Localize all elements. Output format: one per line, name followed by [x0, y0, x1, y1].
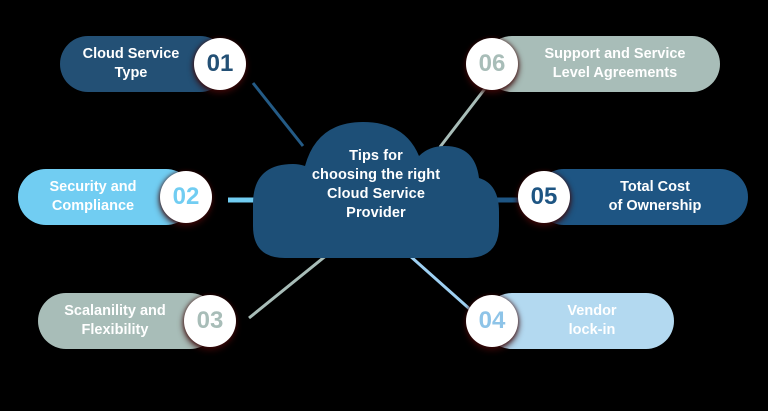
cloud-label-line-2: choosing the right	[311, 166, 441, 183]
item-01-label-line-2: Type	[114, 65, 148, 81]
item-04-number-badge[interactable]: 04	[466, 295, 518, 347]
item-04-label-line-1: Vendor	[567, 303, 617, 320]
item-03-label-line-1: Scalanility and	[64, 303, 166, 320]
item-03-label-line-2: Flexibility	[81, 322, 149, 338]
item-02[interactable]: Security and Compliance 02	[18, 166, 212, 228]
cloud-label-line-3: Cloud Service	[326, 186, 425, 202]
item-05-number: 05	[530, 183, 558, 210]
item-01-number-badge[interactable]: 01	[194, 38, 246, 90]
item-03[interactable]: Scalanility and Flexibility 03	[38, 290, 236, 352]
item-01-number: 01	[206, 50, 234, 77]
item-01[interactable]: Cloud Service Type 01	[60, 33, 246, 95]
item-03-number-badge[interactable]: 03	[184, 295, 236, 347]
cloud-label-line-1: Tips for	[349, 147, 403, 164]
item-05-label-line-2: of Ownership	[608, 198, 702, 214]
item-06-label-line-1: Support and Service	[544, 46, 686, 63]
item-02-number-badge[interactable]: 02	[160, 171, 212, 223]
item-04-number: 04	[478, 307, 506, 334]
item-02-number: 02	[172, 183, 200, 210]
item-06-number: 06	[478, 50, 506, 77]
item-02-label-line-1: Security and	[49, 179, 137, 196]
item-06-number-badge[interactable]: 06	[466, 38, 518, 90]
center-cloud-label: Tips for choosing the right Cloud Servic…	[245, 112, 507, 258]
item-02-label-line-2: Compliance	[51, 198, 135, 214]
item-05-label-line-1: Total Cost	[620, 179, 690, 196]
item-05-pill[interactable]: Total Cost of Ownership	[536, 169, 748, 225]
item-01-label-line-1: Cloud Service	[82, 46, 180, 63]
item-03-number: 03	[196, 307, 224, 334]
item-04-label-line-2: lock-in	[568, 322, 616, 338]
item-04[interactable]: 04 Vendor lock-in	[466, 290, 674, 352]
item-06-pill[interactable]: Support and Service Level Agreements	[484, 36, 720, 92]
item-05-number-badge[interactable]: 05	[518, 171, 570, 223]
item-06[interactable]: 06 Support and Service Level Agreements	[466, 33, 720, 95]
cloud-label-line-4: Provider	[346, 205, 406, 222]
cloud-shape-icon	[253, 122, 499, 258]
center-cloud: Tips for choosing the right Cloud Servic…	[245, 112, 507, 258]
item-06-label-line-2: Level Agreements	[552, 65, 678, 81]
item-05[interactable]: 05 Total Cost of Ownership	[518, 166, 748, 228]
